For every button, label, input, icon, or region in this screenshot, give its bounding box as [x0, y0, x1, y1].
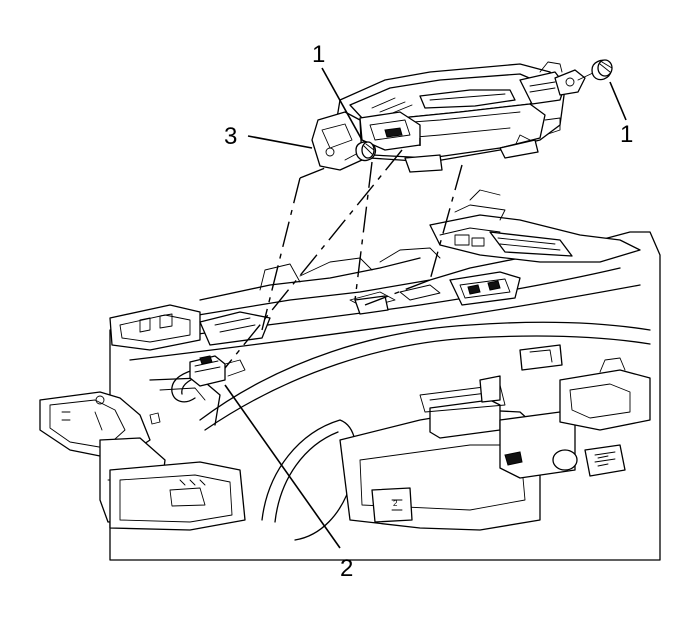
leader-module — [247, 135, 313, 149]
callout-bolt-right: 1 — [620, 121, 633, 148]
instrument-panel-structure: 2 — [39, 189, 661, 561]
leader-lines — [224, 67, 627, 549]
leader-bolt-right — [609, 81, 627, 121]
callout-bolt-left: 1 — [312, 41, 325, 68]
leader-connector — [224, 384, 341, 549]
leader-bolt-left — [321, 67, 363, 141]
callout-module: 3 — [224, 123, 237, 150]
bolt-left — [344, 141, 377, 162]
bolt-right — [577, 59, 613, 81]
wiring-harness-connector — [171, 355, 246, 403]
callout-connector: 2 — [340, 555, 353, 582]
control-module — [311, 61, 586, 173]
alignment-lines — [224, 138, 463, 369]
svg-text:2: 2 — [393, 499, 398, 508]
